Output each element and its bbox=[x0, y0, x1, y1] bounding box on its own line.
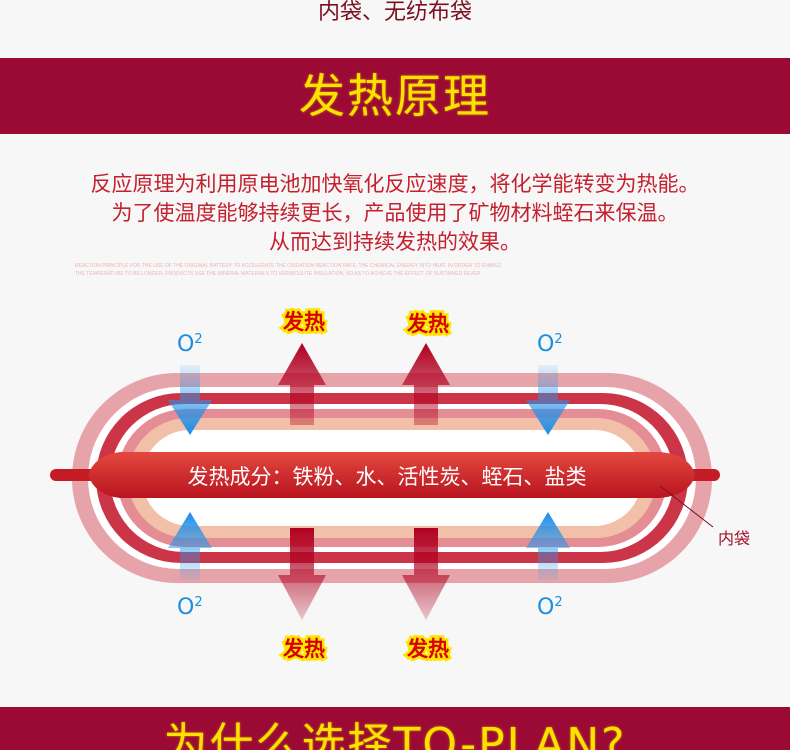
description-line: 反应原理为利用原电池加快氧化反应速度，将化学能转变为热能。 bbox=[90, 172, 700, 196]
heat-label: 发热 bbox=[282, 637, 325, 661]
heat-label: 发热 bbox=[406, 637, 449, 661]
oxygen-subscript: 2 bbox=[554, 595, 562, 610]
inner-pouch-tube: 发热成分：铁粉、水、活性炭、蛭石、盐类 内袋 bbox=[50, 452, 750, 548]
oxygen-arrow-up-icon bbox=[526, 512, 570, 580]
oxygen-symbol: O bbox=[537, 595, 554, 620]
oxygen-symbol: O bbox=[537, 332, 554, 357]
oxygen-subscript: 2 bbox=[554, 332, 562, 347]
oxygen-symbol: O bbox=[177, 332, 194, 357]
heat-arrow-down-icon bbox=[278, 528, 326, 620]
heat-arrow-down-icon bbox=[402, 528, 450, 620]
heat-label: 发热 bbox=[282, 310, 325, 334]
oxygen-label: O2 bbox=[537, 332, 563, 357]
top-caption: 内袋、无纺布袋 bbox=[317, 0, 472, 25]
english-line: THE TEMPERATURE TO BE LONGER, PRODUCTS U… bbox=[75, 271, 482, 277]
oxygen-symbol: O bbox=[177, 595, 194, 620]
english-description: REACTION PRINCIPLE FOR THE USE OF THE OR… bbox=[75, 262, 545, 278]
oxygen-arrow-up-icon bbox=[168, 512, 212, 580]
heat-arrow-up-icon bbox=[402, 343, 450, 425]
ingredients-label: 发热成分：铁粉、水、活性炭、蛭石、盐类 bbox=[188, 465, 587, 489]
oxygen-arrow-down-icon bbox=[168, 365, 212, 435]
inner-pouch-label: 内袋 bbox=[718, 529, 750, 548]
section-banner: 发热原理 bbox=[0, 58, 790, 134]
principle-description: 反应原理为利用原电池加快氧化反应速度，将化学能转变为热能。 为了使温度能够持续更… bbox=[0, 170, 790, 257]
bottom-title: 为什么选择TQ-PLAN? bbox=[163, 719, 627, 750]
description-line: 为了使温度能够持续更长，产品使用了矿物材料蛭石来保温。 bbox=[111, 201, 679, 225]
heat-label: 发热 bbox=[406, 312, 449, 336]
oxygen-subscript: 2 bbox=[194, 332, 202, 347]
oxygen-label: O2 bbox=[177, 595, 203, 620]
bottom-banner: 为什么选择TQ-PLAN? bbox=[0, 707, 790, 750]
oxygen-arrow-down-icon bbox=[526, 365, 570, 435]
section-title: 发热原理 bbox=[299, 69, 491, 123]
english-line: REACTION PRINCIPLE FOR THE USE OF THE OR… bbox=[75, 263, 502, 269]
oxygen-label: O2 bbox=[537, 595, 563, 620]
oxygen-subscript: 2 bbox=[194, 595, 202, 610]
description-line: 从而达到持续发热的效果。 bbox=[269, 230, 521, 254]
oxygen-label: O2 bbox=[177, 332, 203, 357]
heat-arrow-up-icon bbox=[278, 343, 326, 425]
